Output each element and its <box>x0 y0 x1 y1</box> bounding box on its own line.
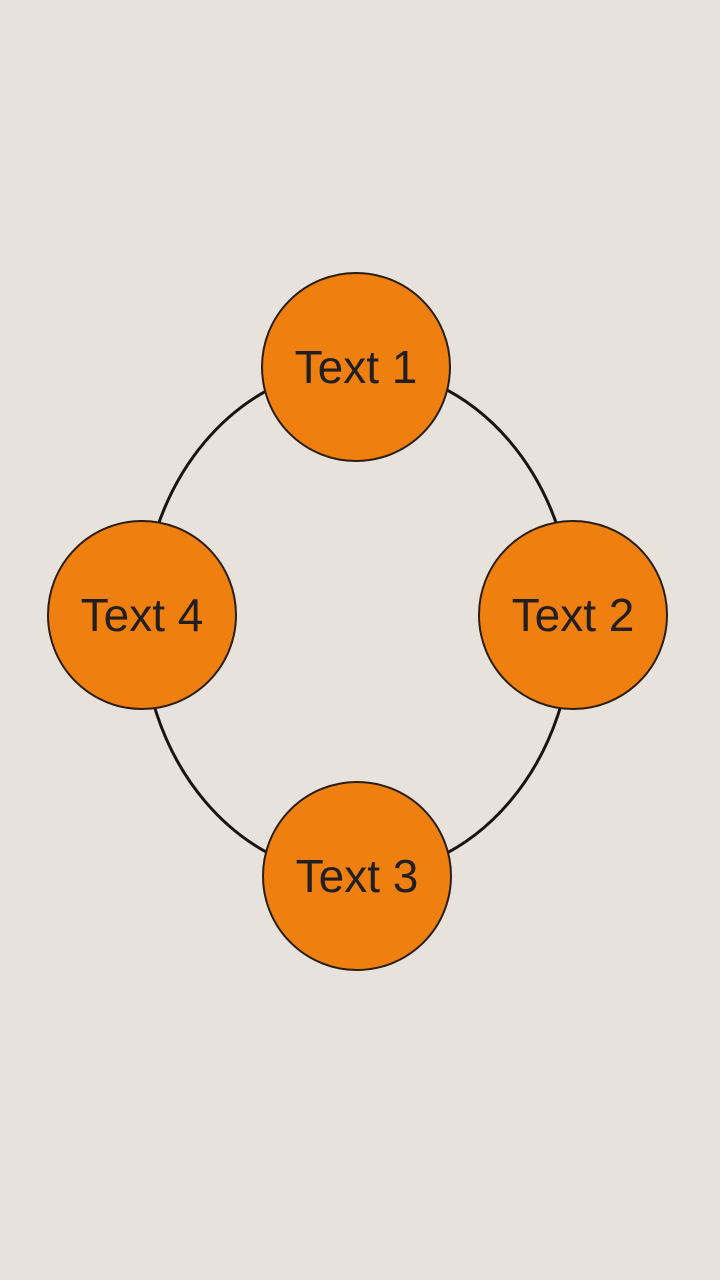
node-3-label: Text 3 <box>296 850 419 902</box>
node-4-label: Text 4 <box>81 589 204 641</box>
node-1-circle <box>261 272 451 462</box>
diagram-node-2: Text 2 <box>478 520 668 710</box>
diagram-node-1: Text 1 <box>261 272 451 462</box>
node-1-label: Text 1 <box>295 341 418 393</box>
diagram-node-4: Text 4 <box>47 520 237 710</box>
node-2-circle <box>478 520 668 710</box>
node-4-circle <box>47 520 237 710</box>
diagram-node-3: Text 3 <box>262 781 452 971</box>
node-2-label: Text 2 <box>512 589 635 641</box>
node-3-circle <box>262 781 452 971</box>
